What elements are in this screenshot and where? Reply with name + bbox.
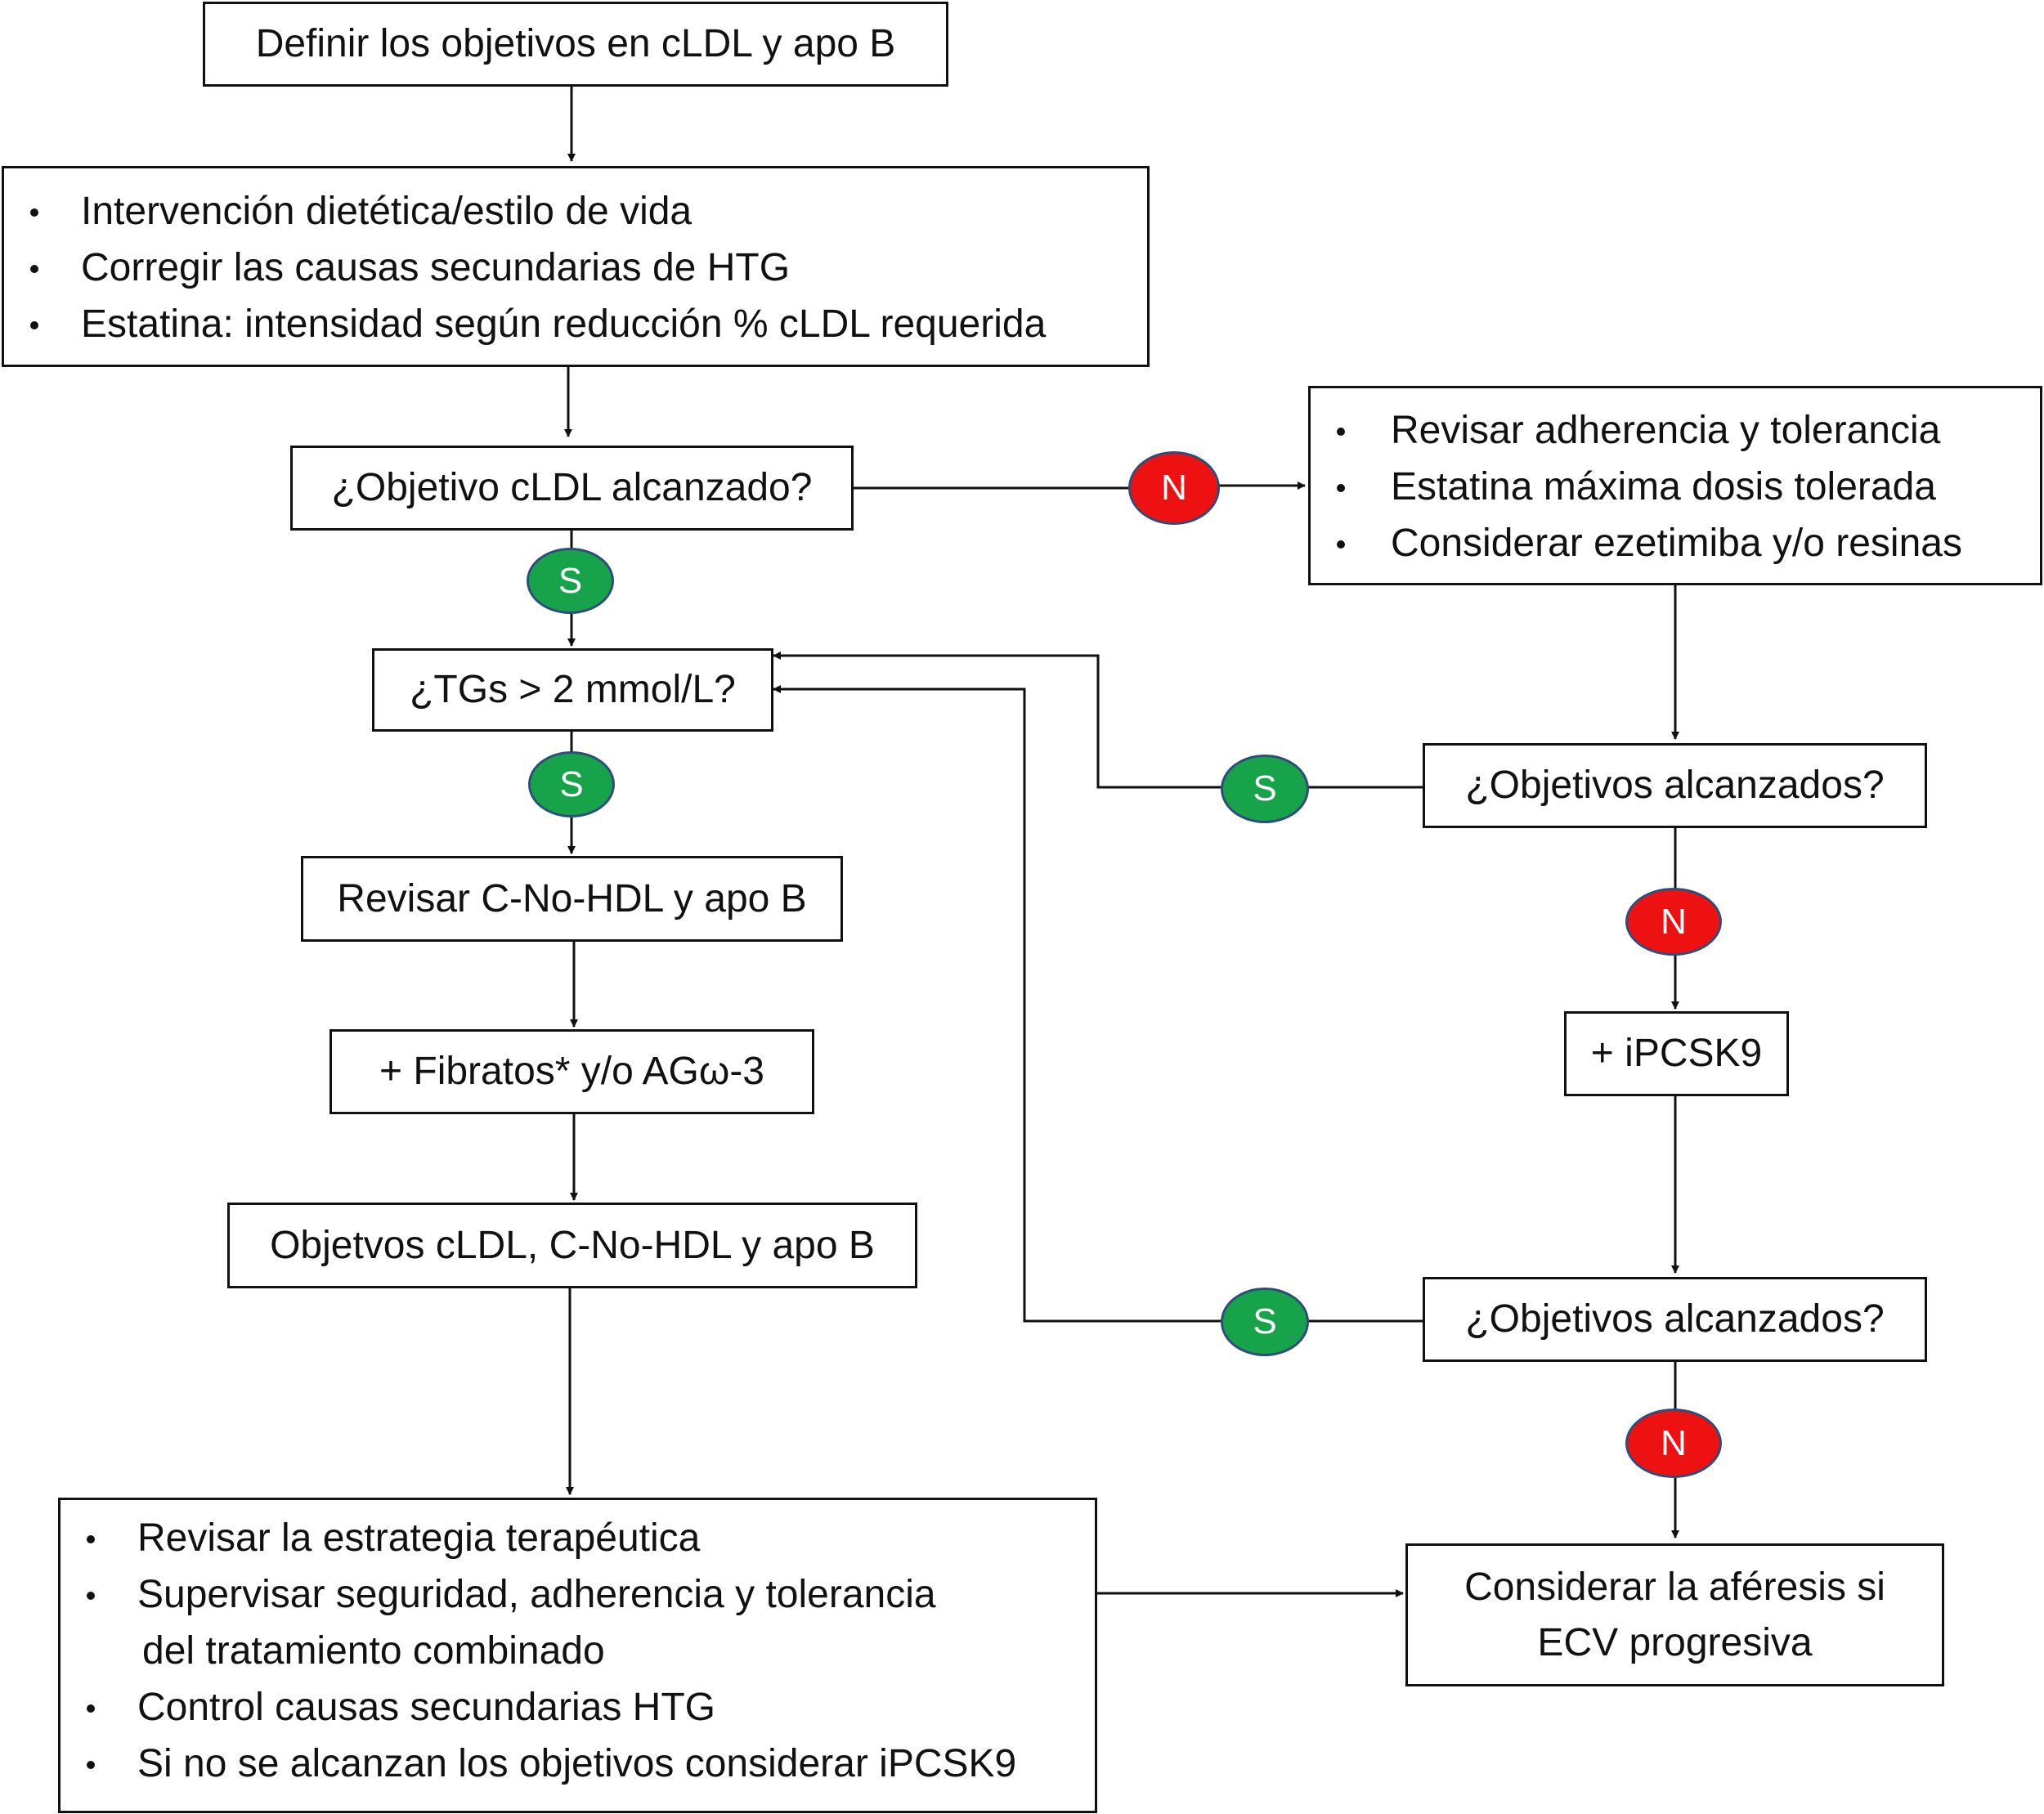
initial-item-statin: Estatina: intensidad según reducción % c…: [4, 296, 1147, 352]
review-item-ezetimibe: Considerar ezetimiba y/o resinas: [1311, 515, 2040, 571]
review-item-adherence: Revisar adherencia y tolerancia: [1311, 402, 2040, 459]
initial-item-diet: Intervención dietética/estilo de vida: [4, 183, 1147, 240]
check-nonhdl-box: Revisar C-No-HDL y apo B: [301, 856, 843, 942]
final-item-consider-ipcsk9: Si no se alcanzan los objetivos consider…: [61, 1736, 1095, 1792]
yes-badge-objectives-1: S: [1221, 755, 1309, 823]
initial-interventions-box: Intervención dietética/estilo de vida Co…: [2, 166, 1150, 367]
no-badge-cldl: N: [1128, 451, 1220, 525]
question-cldl-box: ¿Objetivo cLDL alcanzado?: [290, 446, 854, 531]
ipcsk9-box: + iPCSK9: [1564, 1011, 1789, 1096]
yes-badge-objectives-2: S: [1221, 1288, 1309, 1356]
apheresis-box: Considerar la aféresis si ECV progresiva: [1405, 1543, 1944, 1686]
final-strategy-box: Revisar la estrategia terapéutica Superv…: [58, 1498, 1097, 1813]
question-objectives-2-box: ¿Objetivos alcanzados?: [1423, 1277, 1927, 1362]
no-badge-objectives-1: N: [1625, 888, 1722, 956]
review-adherence-box: Revisar adherencia y tolerancia Estatina…: [1308, 386, 2042, 585]
review-item-max-statin: Estatina máxima dosis tolerada: [1311, 459, 2040, 515]
fibrates-box: + Fibratos* y/o AGω-3: [329, 1029, 814, 1114]
review-adherence-list: Revisar adherencia y tolerancia Estatina…: [1311, 402, 2040, 571]
final-item-review-strategy: Revisar la estrategia terapéutica: [61, 1510, 1095, 1566]
apheresis-line-1: Considerar la aféresis si: [1464, 1565, 1885, 1609]
question-tgs-box: ¿TGs > 2 mmol/L?: [372, 648, 773, 732]
yes-badge-tgs: S: [528, 751, 615, 817]
goals-box: Definir los objetivos en cLDL y apo B: [203, 2, 948, 87]
question-objectives-1-box: ¿Objetivos alcanzados?: [1423, 743, 1927, 828]
arrow-yes-badge-to-q-tgs-loop-1: [773, 652, 1222, 789]
yes-badge-cldl: S: [527, 548, 614, 614]
targets-box: Objetvos cLDL, C-No-HDL y apo B: [227, 1203, 917, 1288]
no-badge-objectives-2: N: [1625, 1409, 1722, 1478]
initial-interventions-list: Intervención dietética/estilo de vida Co…: [4, 183, 1147, 352]
final-item-control-causes: Control causas secundarias HTG: [61, 1679, 1095, 1736]
final-item-supervise-continued: del tratamiento combinado: [142, 1629, 605, 1673]
arrow-yes-badge-to-q-tgs-loop-2: [773, 685, 1222, 1323]
apheresis-line-2: ECV progresiva: [1537, 1620, 1813, 1664]
initial-item-secondary-causes: Corregir las causas secundarias de HTG: [4, 240, 1147, 296]
final-strategy-list: Revisar la estrategia terapéutica Superv…: [61, 1510, 1095, 1792]
final-item-supervise: Supervisar seguridad, adherencia y toler…: [61, 1566, 1095, 1623]
